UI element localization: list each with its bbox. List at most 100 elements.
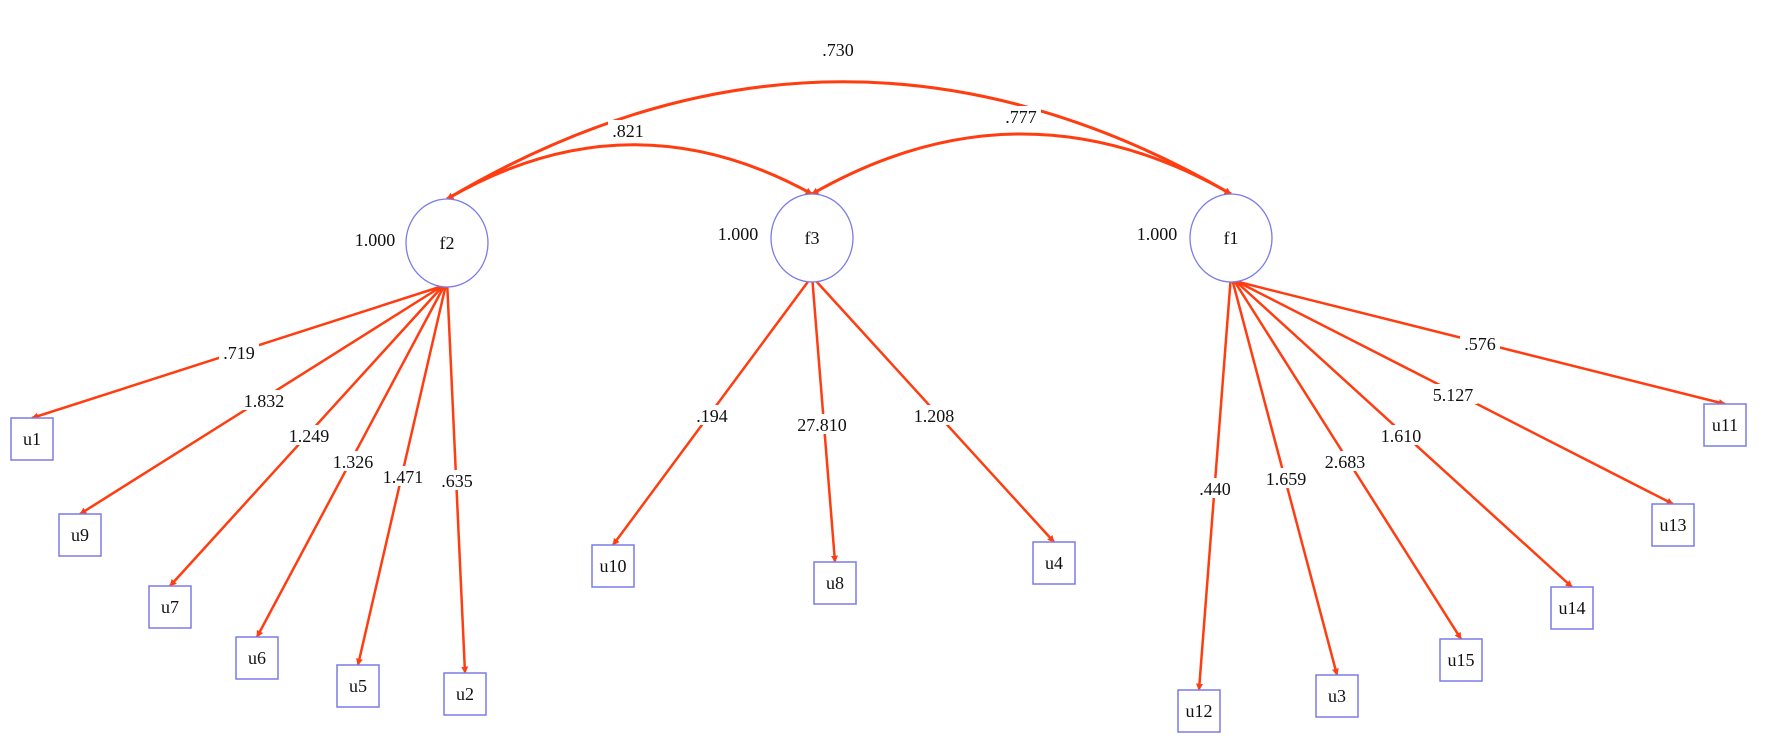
loading-label-u5-text: 1.471	[383, 467, 424, 487]
indicator-node-u4: u4	[1032, 541, 1076, 585]
factor-variance-f3-text: 1.000	[718, 224, 759, 244]
covariance-arc-f2-f3	[446, 143, 813, 201]
loading-label-u15-bg	[1320, 451, 1370, 471]
covariance-label-f2-f3-bg	[608, 120, 648, 140]
indicator-box	[813, 561, 857, 605]
loading-label-u14-bg	[1376, 425, 1426, 445]
indicator-label: u3	[1328, 686, 1346, 706]
indicator-node-u14: u14	[1550, 586, 1594, 630]
indicator-node-u1: u1	[10, 417, 54, 461]
loading-label-u11-text: .576	[1464, 334, 1496, 354]
indicator-box	[336, 664, 380, 708]
loading-label-u3: 1.659	[1261, 468, 1311, 489]
indicator-box	[591, 544, 635, 588]
indicator-node-u7: u7	[148, 585, 192, 629]
loading-label-u9-bg	[239, 390, 289, 410]
indicator-box	[1177, 689, 1221, 733]
covariance-label-f2-f1-text: .730	[822, 40, 854, 60]
loading-label-u12: .440	[1195, 478, 1235, 499]
indicator-node-u11: u11	[1703, 403, 1747, 447]
loading-label-u13-text: 5.127	[1433, 385, 1474, 405]
loading-label-u8: 27.810	[793, 414, 851, 435]
loading-label-u15: 2.683	[1320, 451, 1370, 472]
loading-label-u11: .576	[1460, 333, 1500, 354]
loading-label-u4-text: 1.208	[914, 406, 955, 426]
indicator-label: u14	[1559, 598, 1586, 618]
indicator-label: u4	[1045, 553, 1063, 573]
covariance-label-f2-f1: .730	[818, 39, 858, 60]
indicator-box	[1032, 541, 1076, 585]
indicator-box	[1315, 674, 1359, 718]
loading-label-u12-text: .440	[1199, 479, 1231, 499]
indicator-node-u6: u6	[235, 636, 279, 680]
loading-label-u14-text: 1.610	[1381, 426, 1422, 446]
indicator-label: u2	[456, 684, 474, 704]
covariance-arc-f3-f1	[811, 132, 1232, 196]
factor-variance-f1-text: 1.000	[1137, 224, 1178, 244]
indicator-label: u6	[248, 648, 266, 668]
indicator-node-u13: u13	[1651, 503, 1695, 547]
indicator-label: u13	[1660, 515, 1687, 535]
loading-label-u4-bg	[909, 405, 959, 425]
loading-label-u1: .719	[219, 342, 259, 363]
loading-label-u8-bg	[793, 414, 851, 434]
loading-label-u5-bg	[378, 466, 428, 486]
covariance-label-f3-f1-text: .777	[1005, 107, 1037, 127]
loading-label-u2-text: .635	[441, 471, 473, 491]
loading-label-u6-text: 1.326	[333, 452, 374, 472]
covariance-label-f3-f1-bg	[1001, 106, 1041, 126]
loading-label-u9: 1.832	[239, 390, 289, 411]
loading-label-u7-text: 1.249	[289, 426, 330, 446]
indicator-box	[1703, 403, 1747, 447]
indicator-box	[1651, 503, 1695, 547]
indicator-node-u5: u5	[336, 664, 380, 708]
factor-ellipse	[770, 193, 854, 283]
indicator-label: u10	[600, 556, 627, 576]
factor-node-f2: f2	[405, 198, 489, 288]
covariance-label-f3-f1: .777	[1001, 106, 1041, 127]
indicator-node-u10: u10	[591, 544, 635, 588]
indicator-label: u5	[349, 676, 367, 696]
indicator-box	[58, 513, 102, 557]
indicator-box	[148, 585, 192, 629]
factor-ellipse	[405, 198, 489, 288]
factor-ellipse	[1189, 193, 1273, 283]
indicator-node-u12: u12	[1177, 689, 1221, 733]
loading-label-u13: 5.127	[1428, 384, 1478, 405]
loading-label-u8-text: 27.810	[797, 415, 847, 435]
factor-variance-f2: 1.000	[355, 230, 396, 250]
loading-label-u13-bg	[1428, 384, 1478, 404]
indicator-node-u2: u2	[443, 672, 487, 716]
factor-variance-f3: 1.000	[718, 224, 759, 244]
factor-node-f3: f3	[770, 193, 854, 283]
factor-label: f1	[1224, 228, 1239, 248]
loading-label-u3-text: 1.659	[1266, 469, 1307, 489]
loading-label-u15-text: 2.683	[1325, 452, 1366, 472]
loading-label-u10: .194	[692, 405, 732, 426]
indicator-box	[235, 636, 279, 680]
loading-label-u6-bg	[328, 451, 378, 471]
covariance-arc-f2-f1	[446, 80, 1232, 201]
loading-label-u6: 1.326	[328, 451, 378, 472]
indicator-label: u11	[1712, 415, 1738, 435]
factor-node-f1: f1	[1189, 193, 1273, 283]
indicator-node-u3: u3	[1315, 674, 1359, 718]
indicator-label: u1	[23, 429, 41, 449]
loading-label-u10-text: .194	[696, 406, 728, 426]
loading-label-u12-bg	[1195, 478, 1235, 498]
loading-label-u1-text: .719	[223, 343, 255, 363]
loading-label-u10-bg	[692, 405, 732, 425]
factor-variance-f1: 1.000	[1137, 224, 1178, 244]
factor-label: f2	[440, 233, 455, 253]
loading-label-u2: .635	[437, 470, 477, 491]
loading-label-u3-bg	[1261, 468, 1311, 488]
loading-label-u11-bg	[1460, 333, 1500, 353]
indicator-label: u12	[1186, 701, 1213, 721]
loading-label-u7: 1.249	[284, 425, 334, 446]
covariance-label-f2-f3: .821	[608, 120, 648, 141]
indicator-label: u9	[71, 525, 89, 545]
loading-label-u4: 1.208	[909, 405, 959, 426]
indicator-label: u15	[1448, 650, 1475, 670]
indicator-box	[10, 417, 54, 461]
